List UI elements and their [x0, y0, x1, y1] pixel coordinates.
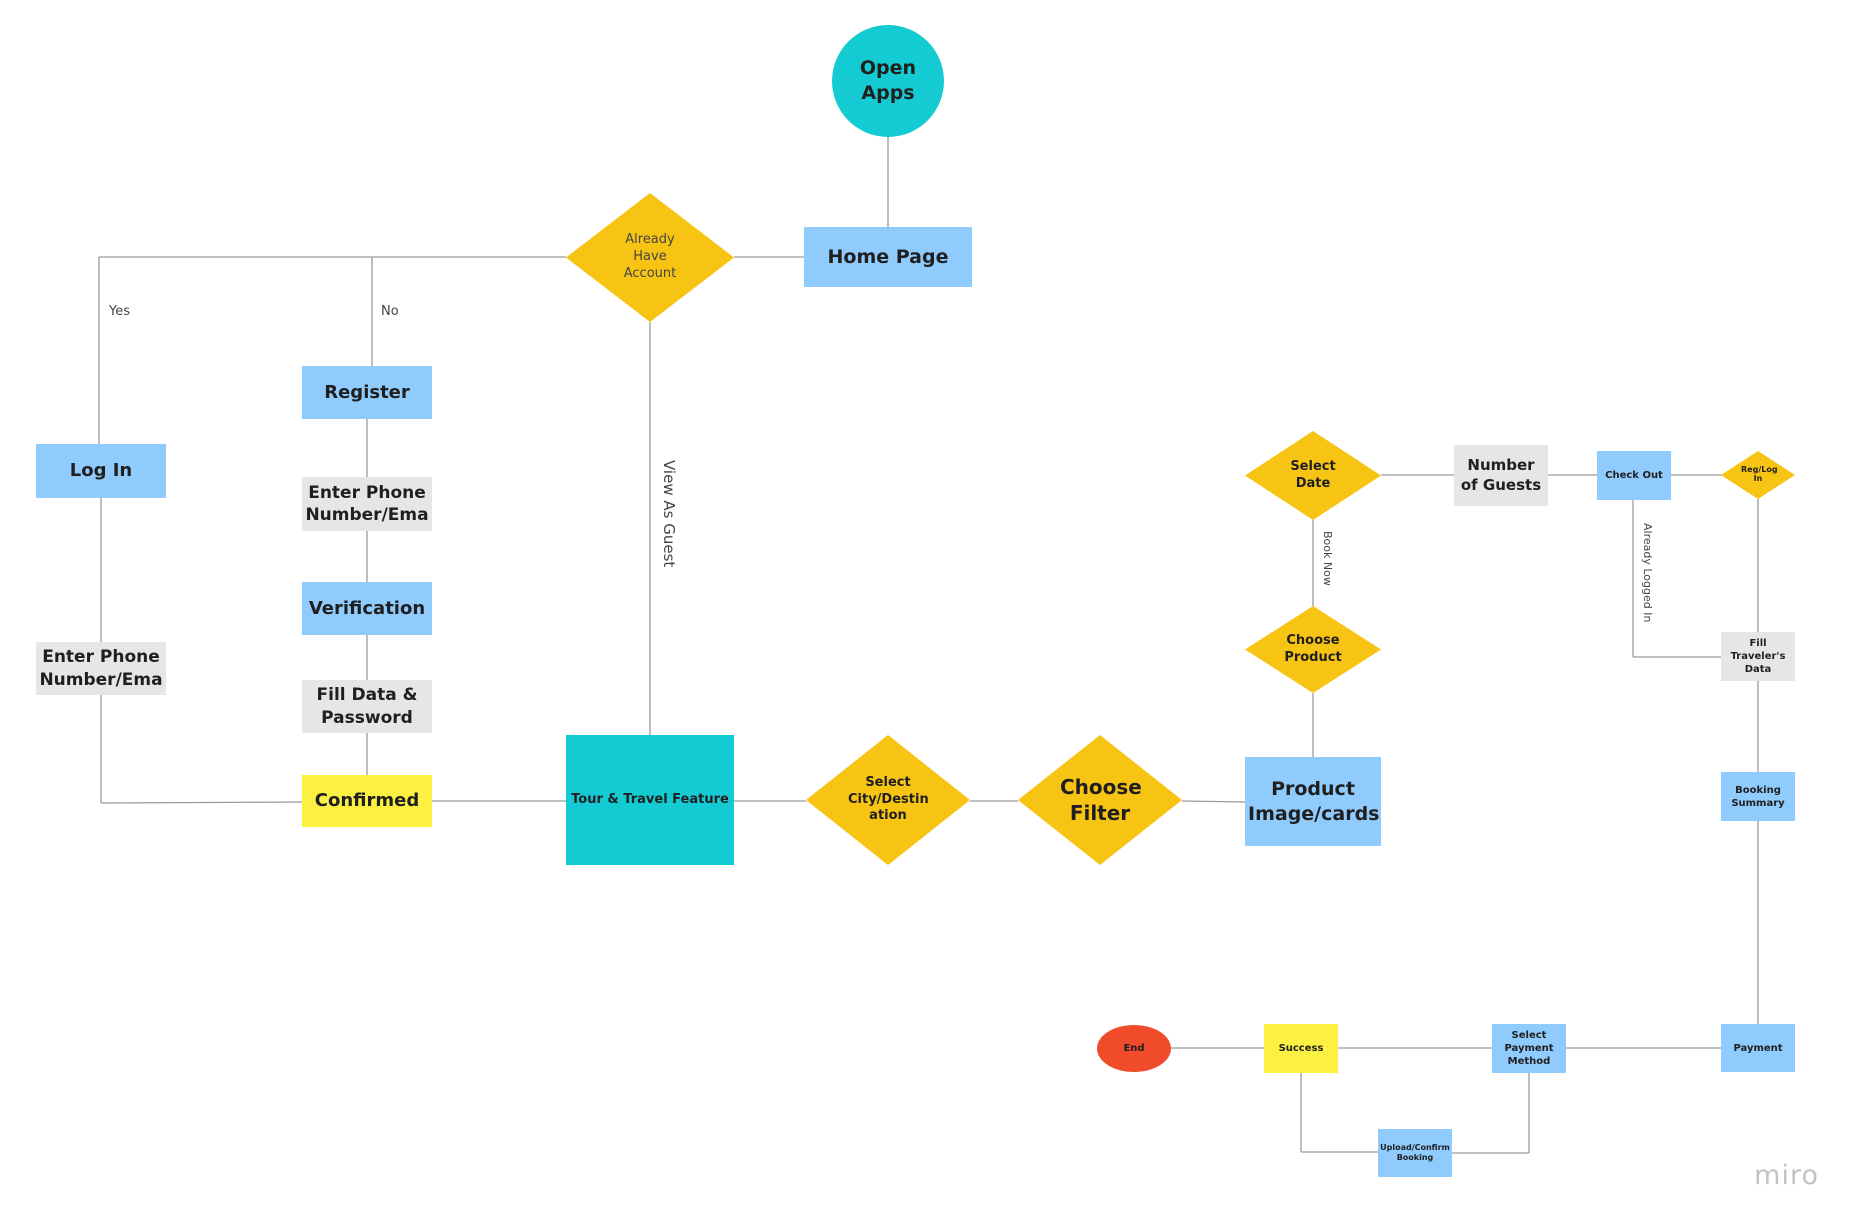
select-city-label: Select City/Destin ation: [848, 774, 929, 824]
booking-summary-node[interactable]: Booking Summary: [1721, 772, 1795, 821]
open-apps-label: Open Apps: [859, 57, 917, 104]
confirmed-label: Confirmed: [314, 790, 420, 812]
check-out-label: Check Out: [1605, 470, 1663, 481]
fill-data-password-node[interactable]: Fill Data & Password: [302, 680, 432, 733]
fill-travelers-data-label: Fill Traveler's Data: [1730, 638, 1786, 675]
verification-label: Verification: [308, 597, 426, 619]
payment-node[interactable]: Payment: [1721, 1024, 1795, 1072]
select-date-label: Select Date: [1290, 458, 1336, 491]
select-payment-method-node[interactable]: Select Payment Method: [1492, 1024, 1566, 1073]
miro-logo: miro: [1754, 1160, 1819, 1191]
success-node[interactable]: Success: [1264, 1024, 1338, 1073]
product-image-cards-label: Product Image/cards: [1248, 777, 1380, 825]
fill-data-password-label: Fill Data & Password: [316, 685, 418, 728]
edge-label-no: No: [381, 304, 399, 319]
home-page-label: Home Page: [827, 245, 949, 268]
number-of-guests-label: Number of Guests: [1460, 456, 1542, 494]
enter-phone-login-label: Enter Phone Number/Ema: [39, 647, 163, 690]
booking-summary-label: Booking Summary: [1731, 784, 1785, 809]
verification-node[interactable]: Verification: [302, 582, 432, 635]
edge-label-yes: Yes: [109, 304, 130, 319]
open-apps-node[interactable]: Open Apps: [832, 25, 944, 137]
select-payment-method-label: Select Payment Method: [1504, 1030, 1554, 1067]
edge-label-already-logged-in: Already Logged In: [1641, 523, 1654, 623]
end-node[interactable]: End: [1097, 1025, 1171, 1072]
end-label: End: [1123, 1043, 1145, 1054]
register-label: Register: [324, 381, 410, 403]
choose-filter-label: Choose Filter: [1060, 775, 1142, 825]
log-in-node[interactable]: Log In: [36, 444, 166, 498]
enter-phone-register-node[interactable]: Enter Phone Number/Ema: [302, 477, 432, 531]
fill-travelers-data-node[interactable]: Fill Traveler's Data: [1721, 632, 1795, 681]
reg-log-in-label: Reg/Log In: [1741, 465, 1778, 483]
tour-travel-feature-node[interactable]: Tour & Travel Feature: [566, 735, 734, 865]
upload-confirm-booking-label: Upload/Confirm Booking: [1380, 1142, 1450, 1162]
home-page-node[interactable]: Home Page: [804, 227, 972, 287]
register-node[interactable]: Register: [302, 366, 432, 419]
check-out-node[interactable]: Check Out: [1597, 451, 1671, 500]
enter-phone-register-label: Enter Phone Number/Ema: [305, 482, 429, 525]
confirmed-node[interactable]: Confirmed: [302, 775, 432, 827]
tour-travel-feature-label: Tour & Travel Feature: [571, 791, 729, 807]
enter-phone-login-node[interactable]: Enter Phone Number/Ema: [36, 642, 166, 695]
connector-filter-to-product: [1181, 800, 1246, 803]
choose-product-label: Choose Product: [1284, 632, 1342, 665]
already-have-account-label: Already Have Account: [623, 232, 677, 281]
log-in-label: Log In: [69, 460, 133, 482]
connector-login-to-confirmed: [100, 801, 303, 804]
upload-confirm-booking-node[interactable]: Upload/Confirm Booking: [1378, 1129, 1452, 1177]
edge-label-view-as-guest: View As Guest: [660, 460, 678, 568]
success-label: Success: [1278, 1043, 1324, 1054]
payment-label: Payment: [1733, 1042, 1783, 1054]
number-of-guests-node[interactable]: Number of Guests: [1454, 445, 1548, 506]
edge-label-book-now: Book Now: [1321, 531, 1334, 586]
product-image-cards-node[interactable]: Product Image/cards: [1245, 757, 1381, 846]
